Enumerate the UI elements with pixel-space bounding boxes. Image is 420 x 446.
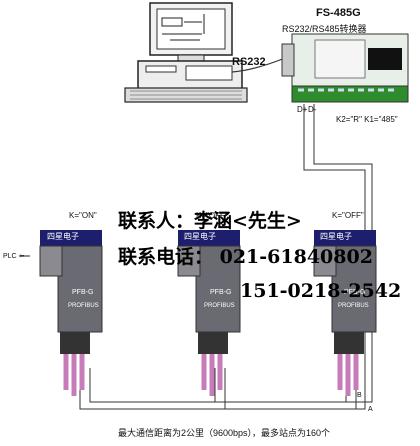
device-3-model: PFB-G (344, 289, 366, 296)
profibus-device-3 (313, 230, 377, 396)
contact-phone: 联系电话： 021-61840802 (118, 246, 373, 268)
device-1-model: PFB-G (72, 289, 94, 296)
converter-settings: K2="R" K1="485" (336, 115, 398, 124)
device-2-model: PFB-G (210, 289, 232, 296)
device-1-switch: K="ON" (69, 211, 97, 220)
profibus-device-2 (177, 230, 241, 396)
bus-label-b: B (357, 392, 362, 399)
converter-device (281, 33, 409, 103)
profibus-device-1 (39, 230, 103, 396)
device-2-name: 四星电子 (184, 232, 216, 241)
contact-mobile: 151-0218-2542 (240, 280, 402, 302)
converter-subtitle: RS232/RS485转换器 (282, 24, 367, 34)
device-3-switch: K="OFF" (332, 211, 364, 220)
converter-model: FS-485G (316, 7, 361, 19)
d-plus-label: D+ (297, 105, 308, 114)
device-2-desc: PROFIBUS (204, 303, 235, 309)
d-minus-label: D- (308, 105, 317, 114)
plc-label: PLC ⇦ (3, 253, 25, 260)
device-1-name: 四星电子 (47, 232, 79, 241)
rs232-label: RS232 (232, 56, 266, 68)
device-3-desc: PROFIBUS (338, 303, 369, 309)
footer-note: 最大通信距离为2公里（9600bps），最多站点为160个 (118, 428, 331, 438)
computer-icon (124, 2, 248, 103)
contact-person: 联系人：李涵<先生> (118, 210, 302, 232)
device-3-name: 四星电子 (320, 232, 352, 241)
device-1-desc: PROFIBUS (68, 303, 99, 309)
device-2-switch: K="OFF" (196, 211, 228, 220)
bus-label-a: A (368, 406, 373, 413)
